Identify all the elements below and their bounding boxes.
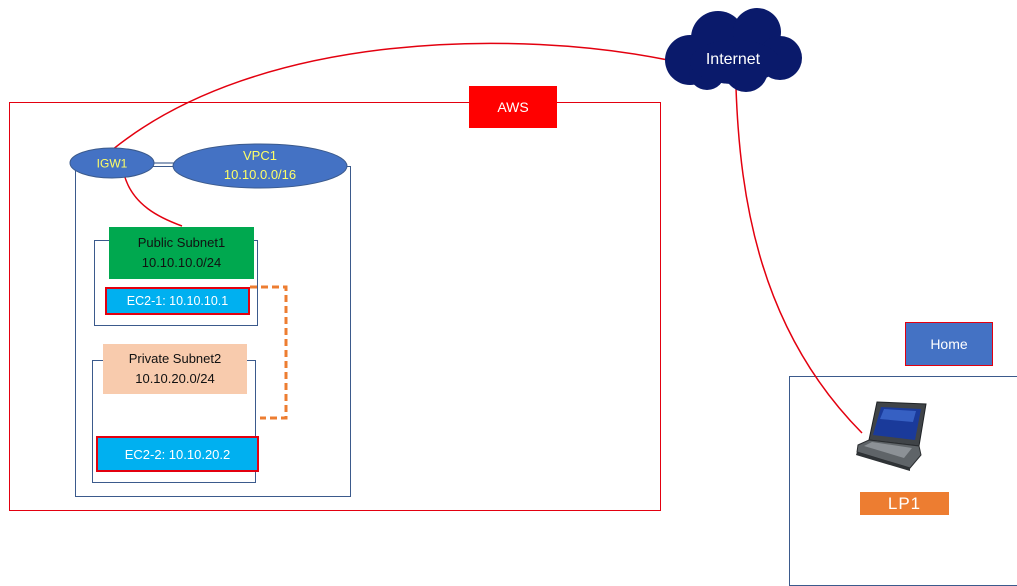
igw-subnet-link	[123, 173, 183, 227]
internet-laptop-link	[735, 87, 863, 434]
internet-label: Internet	[706, 51, 761, 68]
laptop-icon	[856, 401, 927, 471]
public-subnet-cidr: 10.10.10.0/24	[141, 255, 222, 270]
vpc-name: VPC1	[243, 148, 277, 163]
ec2-1-instance: EC2-1: 10.10.10.1	[105, 287, 250, 315]
vpc-cidr: 10.10.0.0/16	[224, 167, 296, 182]
internet-cloud: Internet	[665, 8, 802, 92]
public-subnet-name: Public Subnet1	[137, 235, 226, 250]
igw-node: IGW1	[69, 147, 155, 179]
laptop-label: LP1	[860, 492, 949, 515]
diagram-canvas: IGW1 VPC1 10.10.0.0/16 Internet	[69, 8, 927, 471]
internet-igw-link	[111, 42, 669, 151]
subnet-peering-link	[250, 285, 288, 420]
private-subnet-name: Private Subnet2	[128, 351, 222, 366]
private-subnet-cidr: 10.10.20.0/24	[135, 371, 215, 386]
igw-label: IGW1	[97, 157, 128, 171]
aws-label: AWS	[469, 86, 557, 128]
public-subnet-label: Public Subnet1 10.10.10.0/24	[109, 227, 254, 279]
private-subnet-label: Private Subnet2 10.10.20.0/24	[103, 344, 247, 394]
ec2-2-instance: EC2-2: 10.10.20.2	[96, 436, 259, 472]
aws-region-box	[9, 102, 661, 511]
home-label: Home	[905, 322, 993, 366]
vpc-node: VPC1 10.10.0.0/16	[172, 143, 348, 189]
